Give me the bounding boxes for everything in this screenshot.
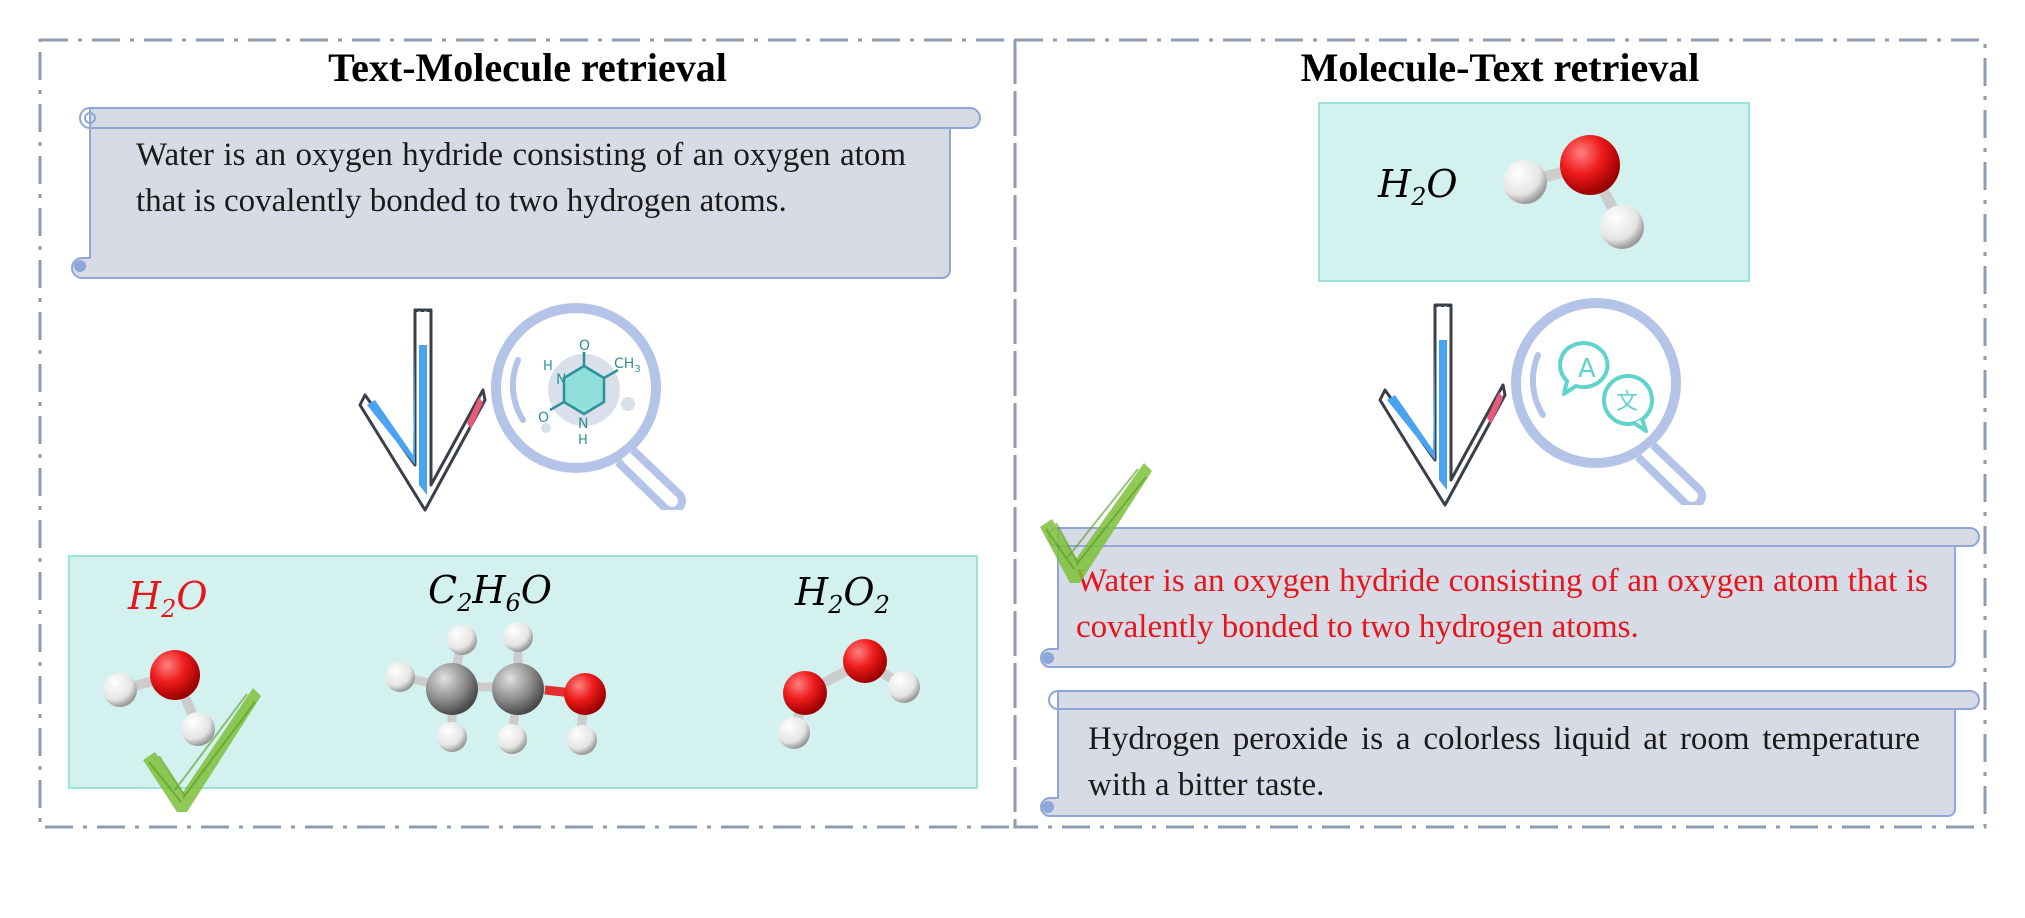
result-text-1: Water is an oxygen hydride consisting of… [1076,563,1928,645]
query-formula-h2o: H2O [1378,162,1458,211]
candidate-molecule-h2o[interactable] [95,645,235,755]
check-icon-right [1040,463,1152,583]
label-o-top: O [579,338,590,354]
svg-text:H: H [578,433,588,448]
result-text-2: Hydrogen peroxide is a colorless liquid … [1088,721,1920,803]
query-text: Water is an oxygen hydride consisting of… [136,137,906,219]
candidate-molecule-c2h6o[interactable] [380,622,610,757]
candidate-formula-h2o: H2O [128,574,208,623]
candidate-formula-h2o2: H2O2 [795,570,890,619]
query-molecule-h2o[interactable] [1490,130,1650,260]
svg-text:CH3: CH3 [614,356,641,375]
label-a: A [1578,354,1596,384]
query-scroll [71,107,981,279]
label-b: 文 [1616,390,1638,415]
right-panel-title: Molecule-Text retrieval [1300,45,1700,90]
down-arrow-left [358,308,487,512]
right-panel-frame [1013,38,1987,829]
result-scroll-2[interactable] [1030,685,1980,820]
left-panel-title: Text-Molecule retrieval [328,45,727,90]
down-arrow-right [1378,303,1507,507]
svg-text:N: N [578,416,588,432]
svg-text:O: O [538,410,549,426]
candidate-formula-c2h6o: C2H6O [428,568,552,617]
svg-text:N: N [556,372,566,388]
svg-text:H: H [543,359,553,374]
candidate-molecule-h2o2[interactable] [770,635,930,755]
magnifier-right: A 文 [1511,298,1706,505]
magnifier-left: O CH3 N H O N H [491,303,686,510]
check-icon-left [143,688,261,812]
